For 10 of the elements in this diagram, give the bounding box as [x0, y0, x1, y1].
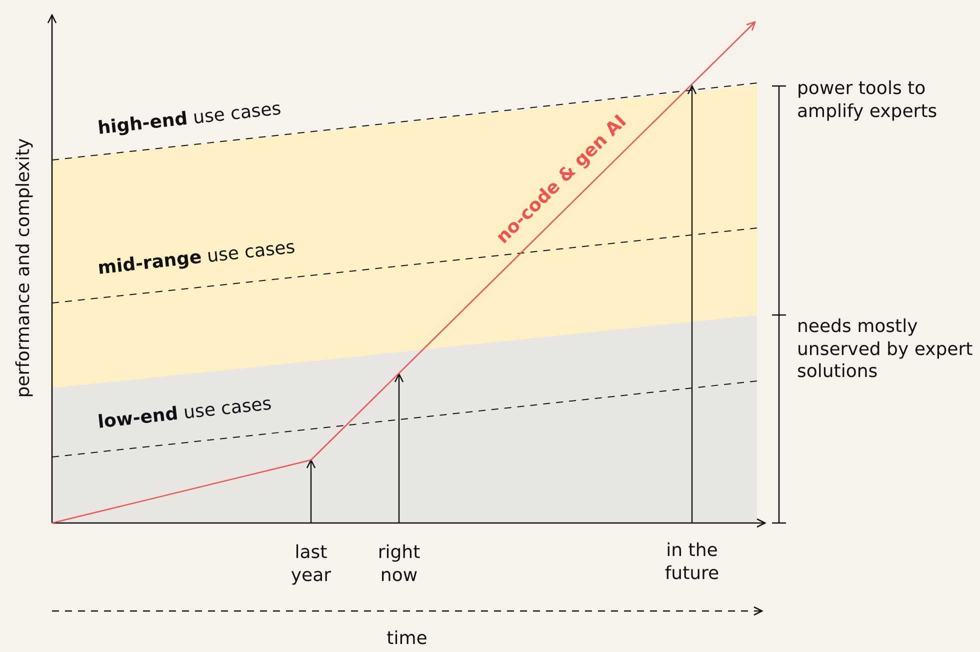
band-label: high-end use cases [96, 98, 282, 140]
axis-label: performance and complexity [12, 138, 35, 398]
bracket-label: power tools to amplify experts [797, 78, 938, 123]
time-point-label: right now [376, 542, 422, 587]
bracket-label: needs mostly unserved by expert solutions [797, 316, 974, 384]
band-label: mid-range use cases [96, 236, 296, 280]
time-point-label: in the future [664, 540, 720, 585]
time-point-label: last year [290, 542, 332, 587]
band-label: low-end use cases [96, 393, 273, 434]
axis-label: time [386, 628, 428, 650]
